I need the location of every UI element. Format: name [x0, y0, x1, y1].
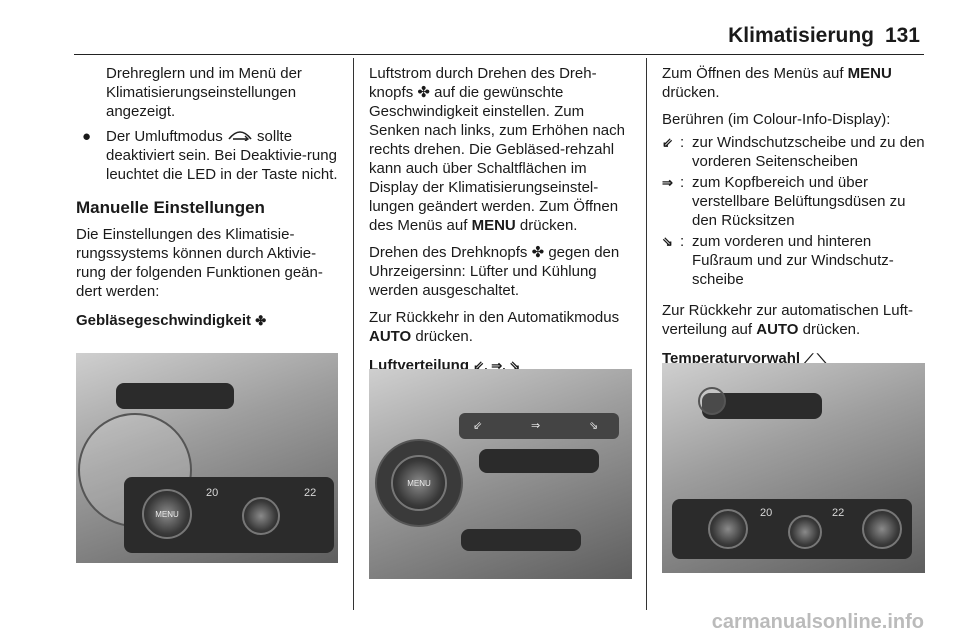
touch-instruction: Berühren (im Colour-Info-Display): — [662, 111, 891, 128]
temperature-label-text: Temperaturvorwahl — [662, 350, 801, 367]
climate-panel-photo-1: MENU 20 22 — [76, 353, 338, 563]
control-panel: MENU 20 22 — [124, 477, 334, 553]
open-menu-text: Zum Öffnen des Menüs auf — [662, 65, 844, 82]
fan-paragraph-end: drücken. — [519, 217, 578, 234]
column-divider-2 — [646, 58, 647, 610]
fan-knob — [788, 515, 822, 549]
colon: : — [680, 174, 685, 191]
menu-knob: MENU — [142, 489, 192, 539]
open-menu-end: drücken. — [662, 84, 720, 101]
bullet-dot: ● — [82, 128, 92, 145]
fan-paragraph-text: Luftstrom durch Drehen des Dreh-knopfs ✤… — [369, 65, 625, 234]
display-screen — [479, 449, 599, 473]
auto-mode-text: Zur Rückkehr in den Automatikmodus — [369, 309, 620, 326]
distribution-buttons: ⇙ ⇒ ⇘ — [459, 413, 619, 439]
zoom-lens: MENU — [375, 439, 463, 527]
list-item-text: zum vorderen und hinteren Fußraum und zu… — [692, 233, 894, 288]
control-row — [461, 529, 581, 551]
temperature-knob-icons: ⟋ ⟍ — [804, 351, 827, 366]
open-menu-paragraph: Zum Öffnen des Menüs auf MENU drücken. — [662, 64, 926, 102]
colon: : — [680, 134, 685, 151]
continued-text: Drehreglern und im Menü der Klimatisieru… — [106, 65, 302, 120]
auto-distribution-paragraph: Zur Rückkehr zur automatischen Luft-vert… — [662, 301, 926, 339]
list-item: ⇒ : zum Kopfbereich und über verstellbar… — [662, 173, 926, 230]
auto-distribution-text: Zur Rückkehr zur automatischen Luft-vert… — [662, 302, 913, 338]
list-item-text: zur Windschutzscheibe und zu den vordere… — [692, 134, 925, 170]
left-temp-knob — [708, 509, 748, 549]
auto-mode-paragraph: Zur Rückkehr in den Automatikmodus AUTO … — [369, 308, 633, 346]
intro-paragraph: Die Einstellungen des Klimatisie-rungssy… — [76, 226, 323, 300]
temp-left-display: 20 — [206, 487, 219, 499]
temperature-label: Temperaturvorwahl ⟋ ⟍ — [662, 349, 926, 368]
fan-speed-label-text: Gebläsegeschwindigkeit — [76, 312, 252, 329]
head-vent-icon: ⇒ — [662, 175, 673, 190]
fan-icon: ✤ — [255, 313, 267, 328]
auto-keyword: AUTO — [756, 321, 799, 338]
menu-keyword: MENU — [847, 65, 892, 82]
climate-panel-photo-3: 20 22 — [662, 363, 925, 573]
column-3: Zum Öffnen des Menüs auf MENU drücken. B… — [662, 64, 926, 380]
list-item: ⇙ : zur Windschutzscheibe und zu den vor… — [662, 133, 926, 171]
temp-right-display: 22 — [832, 507, 845, 519]
auto-keyword: AUTO — [369, 328, 412, 345]
column-1: Drehreglern und im Menü der Klimatisieru… — [76, 64, 338, 342]
fan-off-paragraph: Drehen des Drehknopfs ✤ gegen den Uhrzei… — [369, 244, 620, 299]
colon: : — [680, 233, 685, 250]
column-divider-1 — [353, 58, 354, 610]
head-vent-button-icon: ⇒ — [531, 420, 541, 432]
column-2: Luftstrom durch Drehen des Dreh-knopfs ✤… — [369, 64, 633, 387]
fan-paragraph: Luftstrom durch Drehen des Dreh-knopfs ✤… — [369, 64, 633, 235]
auto-distribution-end: drücken. — [802, 321, 861, 338]
page-header-title: Klimatisierung — [728, 24, 874, 47]
section-heading: Manuelle Einstellungen — [76, 198, 265, 217]
fan-speed-label: Gebläsegeschwindigkeit ✤ — [76, 311, 338, 330]
list-item: ⇘ : zum vorderen und hinteren Fußraum un… — [662, 232, 926, 289]
bullet-recirculation: ● Der Umluftmodus sollte deaktiviert sei… — [76, 127, 338, 184]
fan-knob — [242, 497, 280, 535]
footwell-button-icon: ⇘ — [589, 420, 599, 432]
temp-right-display: 22 — [304, 487, 317, 499]
menu-knob-label: MENU — [407, 478, 431, 488]
footwell-icon: ⇘ — [662, 234, 673, 249]
bullet-text-before: Der Umluftmodus — [106, 128, 223, 145]
vent-row — [116, 383, 234, 409]
header-rule — [74, 54, 924, 55]
recirculation-icon — [227, 127, 253, 146]
windscreen-icon: ⇙ — [662, 135, 673, 150]
list-item-text: zum Kopfbereich und über verstellbare Be… — [692, 174, 906, 229]
menu-knob-label: MENU — [155, 510, 179, 520]
auto-mode-end: drücken. — [415, 328, 473, 345]
zoom-lens-small — [698, 387, 726, 415]
windscreen-button-icon: ⇙ — [473, 420, 483, 432]
watermark: carmanualsonline.info — [711, 611, 924, 633]
menu-keyword: MENU — [471, 217, 516, 234]
climate-panel-photo-2: ⇙ ⇒ ⇘ MENU — [369, 369, 632, 579]
temp-left-display: 20 — [760, 507, 773, 519]
bullet-text-after: sollte deaktiviert sein. Bei Deaktivie-r… — [106, 128, 338, 183]
page-number: 131 — [884, 24, 920, 47]
control-panel: 20 22 — [672, 499, 912, 559]
right-temp-knob — [862, 509, 902, 549]
menu-knob: MENU — [391, 455, 447, 511]
